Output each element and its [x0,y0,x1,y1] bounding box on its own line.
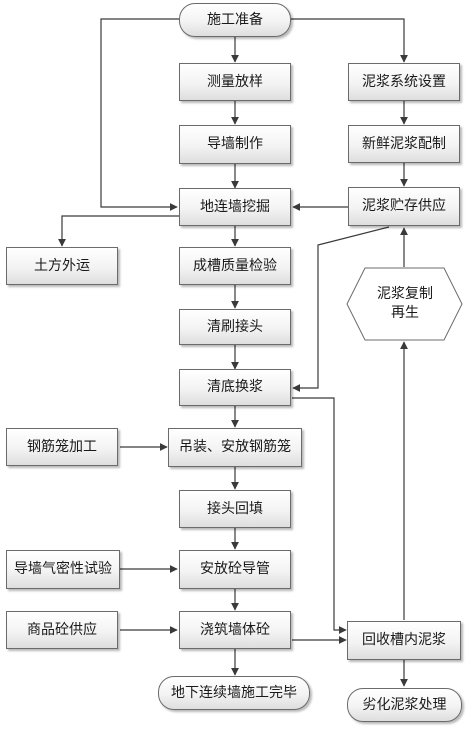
slurry-recover-box[interactable]: 回收槽内泥浆 [347,621,461,660]
arrow-start-to-excavation-bypass [100,18,179,211]
arrow-excavation-to-earth [58,215,179,247]
slurry-storage-box[interactable]: 泥浆贮存供应 [348,187,460,226]
rebar-process-box[interactable]: 钢筋笼加工 [6,428,118,466]
slurry-setup-box[interactable]: 泥浆系统设置 [348,63,460,101]
slurry-regen-label[interactable]: 泥浆复制 再生 [377,286,433,321]
pour-box[interactable]: 浇筑墙体砼 [179,611,291,649]
earth-transport-box[interactable]: 土方外运 [6,247,118,285]
slurry-regen-hexagon [346,267,463,341]
arrow-start-to-slurrysetup [291,18,408,63]
joint-clean-box[interactable]: 清刷接头 [179,309,291,345]
arrow-storage-to-bottom [292,226,390,392]
bad-slurry-terminal[interactable]: 劣化泥浆处理 [347,688,462,722]
survey-box[interactable]: 测量放样 [179,63,291,101]
airtight-test-box[interactable]: 导墙气密性试验 [6,550,120,589]
fresh-slurry-box[interactable]: 新鲜泥浆配制 [348,125,460,163]
concrete-supply-box[interactable]: 商品砼供应 [6,611,118,649]
finish-terminal[interactable]: 地下连续墙施工完毕 [158,676,310,710]
arrow-bottom-to-recover [292,397,347,634]
bottom-clean-box[interactable]: 清底换浆 [179,369,291,406]
start-terminal[interactable]: 施工准备 [179,3,291,37]
rebar-hoist-box[interactable]: 吊装、安放钢筋笼 [168,428,302,467]
tremie-install-box[interactable]: 安放砼导管 [179,550,291,589]
trench-check-box[interactable]: 成槽质量检验 [179,247,291,285]
guide-wall-box[interactable]: 导墙制作 [179,125,291,164]
joint-backfill-box[interactable]: 接头回填 [179,490,291,528]
excavation-box[interactable]: 地连墙挖掘 [179,188,291,226]
